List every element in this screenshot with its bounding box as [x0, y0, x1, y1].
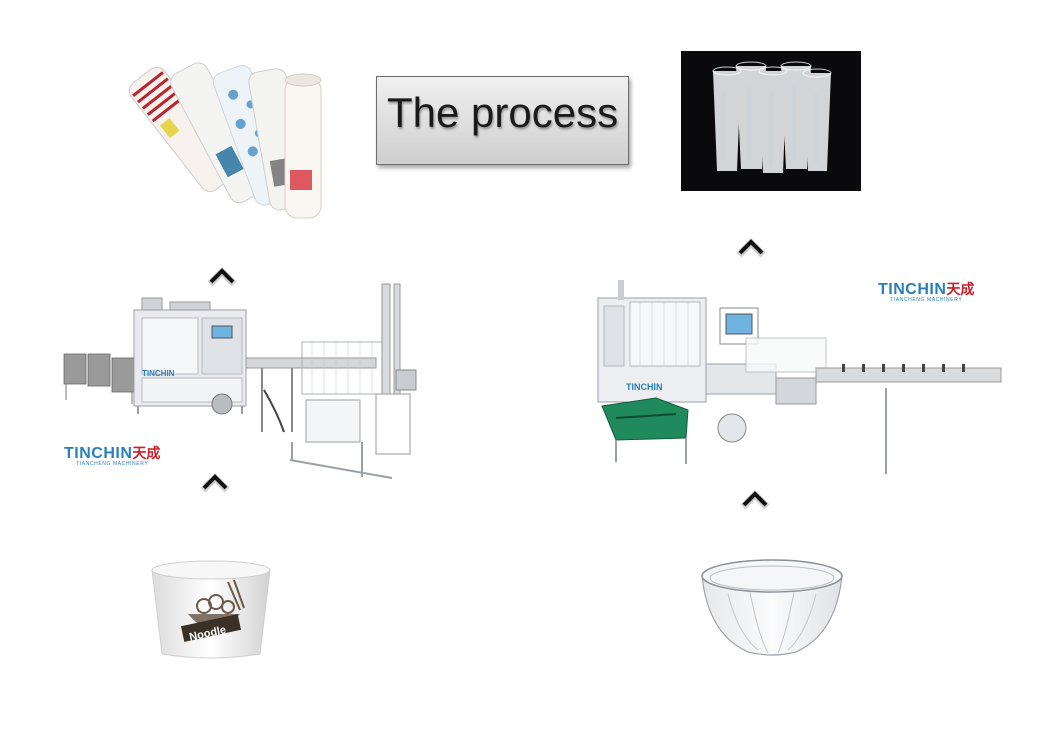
page-title: The process	[387, 89, 619, 136]
machine-label-right: TINCHIN	[626, 382, 663, 392]
chevron-up-icon	[740, 490, 770, 510]
plastic-bowl-image	[701, 559, 843, 656]
chevron-up-icon	[200, 473, 230, 493]
paper-cups-packaged-image	[128, 62, 322, 219]
logo-subtitle: TIANCHENG MACHINERY	[76, 461, 149, 467]
chevron-up-icon	[207, 267, 237, 287]
logo-chinese-text: 天成	[132, 446, 161, 462]
logo-chinese-text: 天成	[946, 282, 975, 298]
plastic-cups-packaged-image	[681, 51, 861, 191]
tinchin-logo: TINCHIN天成 TIANCHENG MACHINERY	[64, 443, 160, 467]
plastic-cup-packing-machine-image: TINCHIN	[597, 280, 1002, 474]
tinchin-logo: TINCHIN天成 TIANCHENG MACHINERY	[878, 279, 974, 303]
paper-noodle-bowl-image: Noodle	[151, 560, 271, 659]
machine-label-left: TINCHIN	[142, 369, 175, 378]
logo-brand-text: TINCHIN	[64, 445, 133, 462]
logo-subtitle: TIANCHENG MACHINERY	[890, 297, 963, 303]
chevron-up-icon	[736, 238, 766, 258]
logo-brand-text: TINCHIN	[878, 281, 947, 298]
title-box: The process	[376, 76, 629, 165]
paper-cup-packing-machine-image: TINCHIN	[63, 283, 417, 479]
